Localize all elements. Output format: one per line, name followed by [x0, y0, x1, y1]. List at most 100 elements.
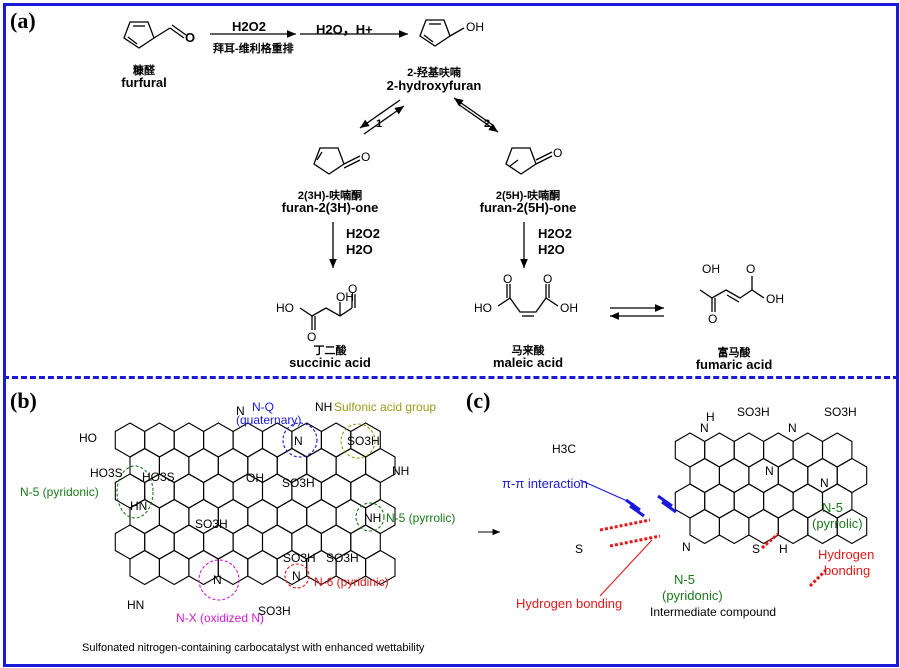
hex-ring	[718, 508, 750, 545]
condition-left-h2o: H2O	[346, 242, 373, 257]
atom-oh: OH	[466, 20, 484, 34]
n5-pyridonic-c-label: N-5	[674, 572, 695, 587]
group-so3h: SO3H	[347, 434, 380, 448]
panel-b-caption: Sulfonated nitrogen-containing carbocata…	[82, 642, 425, 654]
graphitic-hex-lattice-c	[674, 432, 868, 545]
group-s: S	[752, 542, 761, 556]
hydroxyfuran-en: 2-hydroxyfuran	[386, 78, 482, 93]
furfural-cn: 糠醛	[133, 65, 155, 77]
group-ho3s: HO3S	[142, 470, 175, 484]
fumaric-acid-structure	[699, 276, 765, 312]
hex-ring	[792, 483, 824, 519]
condition-h2o-h: H2O，H+	[316, 22, 373, 37]
condition-h2o2: H2O2	[232, 19, 266, 34]
panel-b-label: (b)	[10, 388, 37, 413]
group-hn: HN	[130, 499, 148, 513]
atom-o: O	[708, 312, 718, 326]
furfural-structure	[123, 21, 187, 49]
furan-5h-one-structure	[505, 147, 553, 175]
group-oh: OH	[246, 471, 264, 485]
group-so3h: SO3H	[283, 551, 316, 565]
hex-ring	[777, 508, 809, 545]
group-nh: NH	[392, 464, 410, 478]
atom-o: O	[746, 262, 756, 276]
n6-circle	[284, 563, 310, 589]
group-h: H	[779, 542, 788, 556]
hex-ring	[674, 483, 706, 519]
group-ho3s: HO3S	[90, 466, 123, 480]
hex-ring	[763, 432, 794, 468]
group-nh: NH	[364, 511, 382, 525]
group-ho: HO	[79, 431, 97, 445]
hydroxyfuran-cn: 2-羟基呋喃	[407, 67, 461, 79]
furan-3h-one-cn: 2(3H)-呋喃酮	[297, 190, 363, 202]
group-n: N	[820, 476, 829, 490]
equilibrium-path2	[453, 97, 499, 133]
n5-pyridonic-c-sublabel: (pyridonic)	[662, 588, 723, 603]
furfural-en: furfural	[121, 75, 167, 90]
atom-oh: OH	[560, 301, 578, 315]
group-n-quaternary: N	[294, 434, 303, 448]
hex-ring	[777, 457, 809, 494]
hex-ring	[733, 483, 765, 519]
nq-label: N-Q	[252, 400, 274, 414]
hex-ring	[748, 457, 779, 494]
group-h3c: H3C	[552, 442, 577, 456]
furan-3h-one-structure	[313, 147, 361, 175]
group-n: N	[682, 540, 691, 554]
path-2-label: 2	[484, 118, 491, 130]
n5-pyrrolic-label: N-5 (pyrrolic)	[386, 511, 456, 525]
hex-ring	[689, 508, 720, 545]
hbond-right-sublabel: bonding	[824, 563, 871, 578]
hex-ring	[689, 457, 720, 494]
n5-pyrrolic-circle	[355, 502, 385, 532]
nq-sublabel: (quaternary)	[236, 413, 302, 427]
intermediate-label: Intermediate compound	[650, 605, 777, 619]
equilibrium-path1	[359, 99, 405, 135]
atom-o: O	[185, 30, 196, 45]
group-h: H	[706, 410, 715, 424]
maleic-acid-structure	[497, 284, 559, 317]
atom-o: O	[553, 146, 563, 160]
equilibrium-isomerization	[610, 304, 664, 320]
panel-a-label: (a)	[10, 8, 36, 33]
hex-ring	[836, 508, 868, 545]
atom-oh: OH	[702, 262, 720, 276]
hbond-leader	[599, 539, 653, 597]
hex-ring	[821, 432, 853, 468]
path-1-label: 1	[376, 118, 383, 130]
hex-ring	[763, 483, 794, 519]
group-so3h: SO3H	[824, 405, 857, 419]
hex-ring	[704, 432, 735, 468]
hex-ring	[718, 457, 750, 494]
atom-o: O	[543, 272, 553, 286]
group-so3h: SO3H	[195, 517, 228, 531]
group-n: N	[700, 421, 709, 435]
group-hn: HN	[127, 598, 145, 612]
hex-ring	[674, 432, 706, 468]
hex-ring	[792, 432, 824, 468]
nx-label: N-X (oxidized N)	[176, 611, 265, 625]
group-n-oxidized: N	[213, 573, 222, 587]
n6-label: N-6 (pyridinic)	[314, 575, 389, 589]
hex-ring	[733, 432, 765, 468]
group-s: S	[575, 542, 584, 556]
furan-3h-one-en: furan-2(3H)-one	[281, 200, 379, 215]
fumaric-acid-cn: 富马酸	[717, 347, 751, 359]
nx-circle	[198, 559, 240, 601]
atom-o: O	[503, 272, 513, 286]
hex-ring	[836, 457, 868, 494]
group-n: N	[765, 464, 774, 478]
nq-circle	[282, 422, 318, 458]
hex-ring	[365, 549, 396, 586]
graphitic-hex-lattice	[114, 422, 396, 586]
sulfonic-label: Sulfonic acid group	[334, 400, 437, 414]
group-so3h: SO3H	[326, 551, 359, 565]
pi-pi-label: π-π interaction	[502, 476, 588, 491]
fumaric-acid-en: fumaric acid	[695, 357, 773, 372]
hbond-left-label: Hydrogen bonding	[516, 596, 623, 611]
sulfonic-circle	[340, 423, 376, 459]
group-n: N	[788, 421, 797, 435]
